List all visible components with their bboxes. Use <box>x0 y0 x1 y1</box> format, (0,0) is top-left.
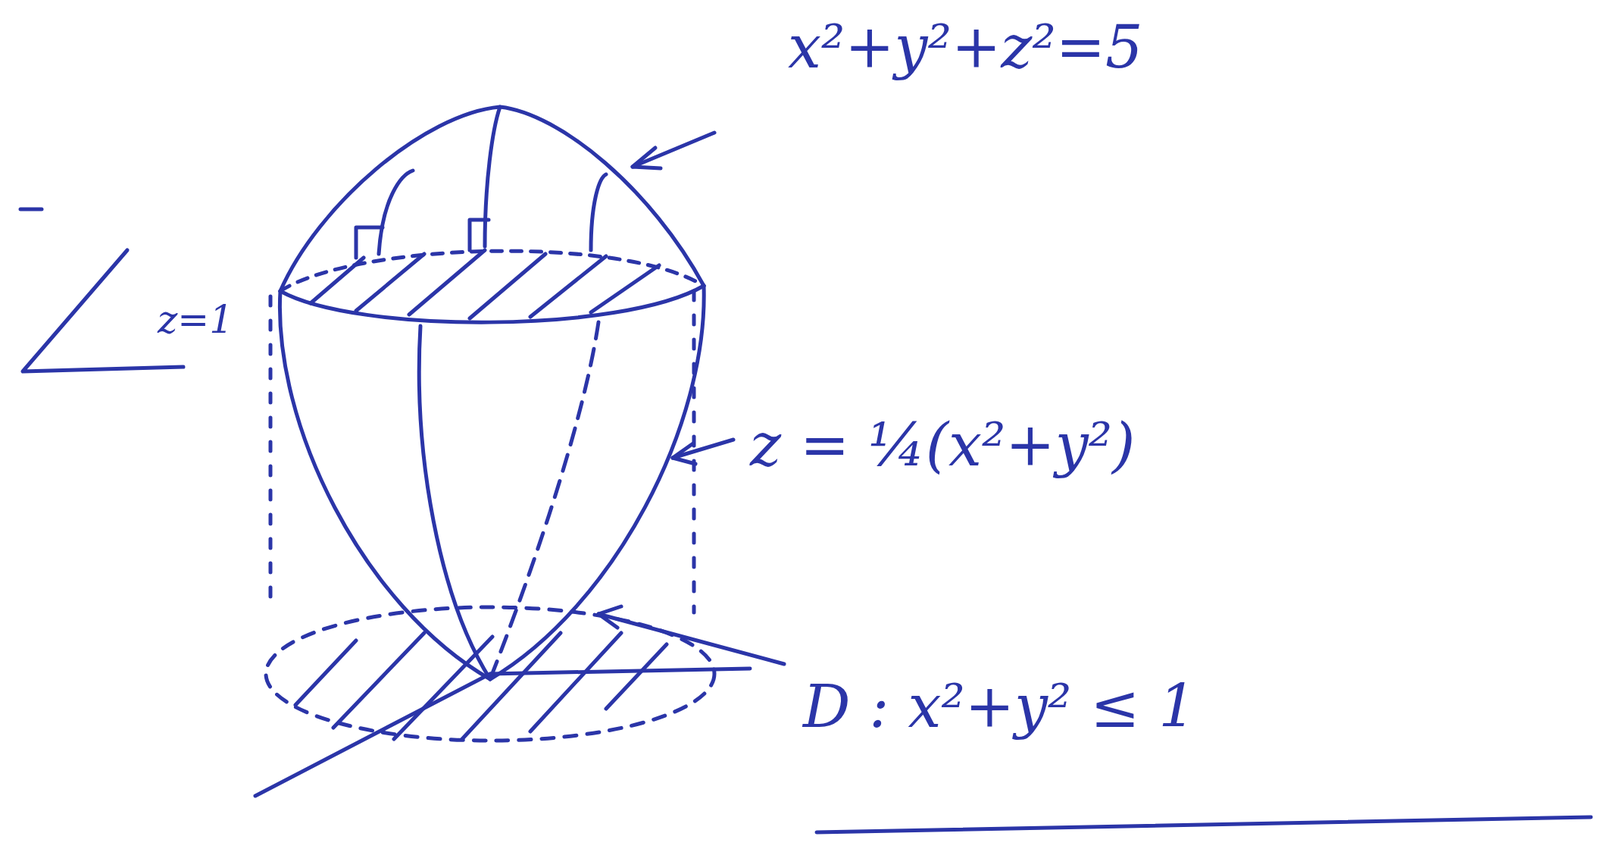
domain-label: D : x²+y² ≤ 1 <box>803 674 1197 740</box>
plane-label: z=1 <box>157 299 234 341</box>
paraboloid-equation: z = ¼(x²+y²) <box>750 412 1135 479</box>
sphere-equation: x²+y²+z²=5 <box>787 15 1144 81</box>
